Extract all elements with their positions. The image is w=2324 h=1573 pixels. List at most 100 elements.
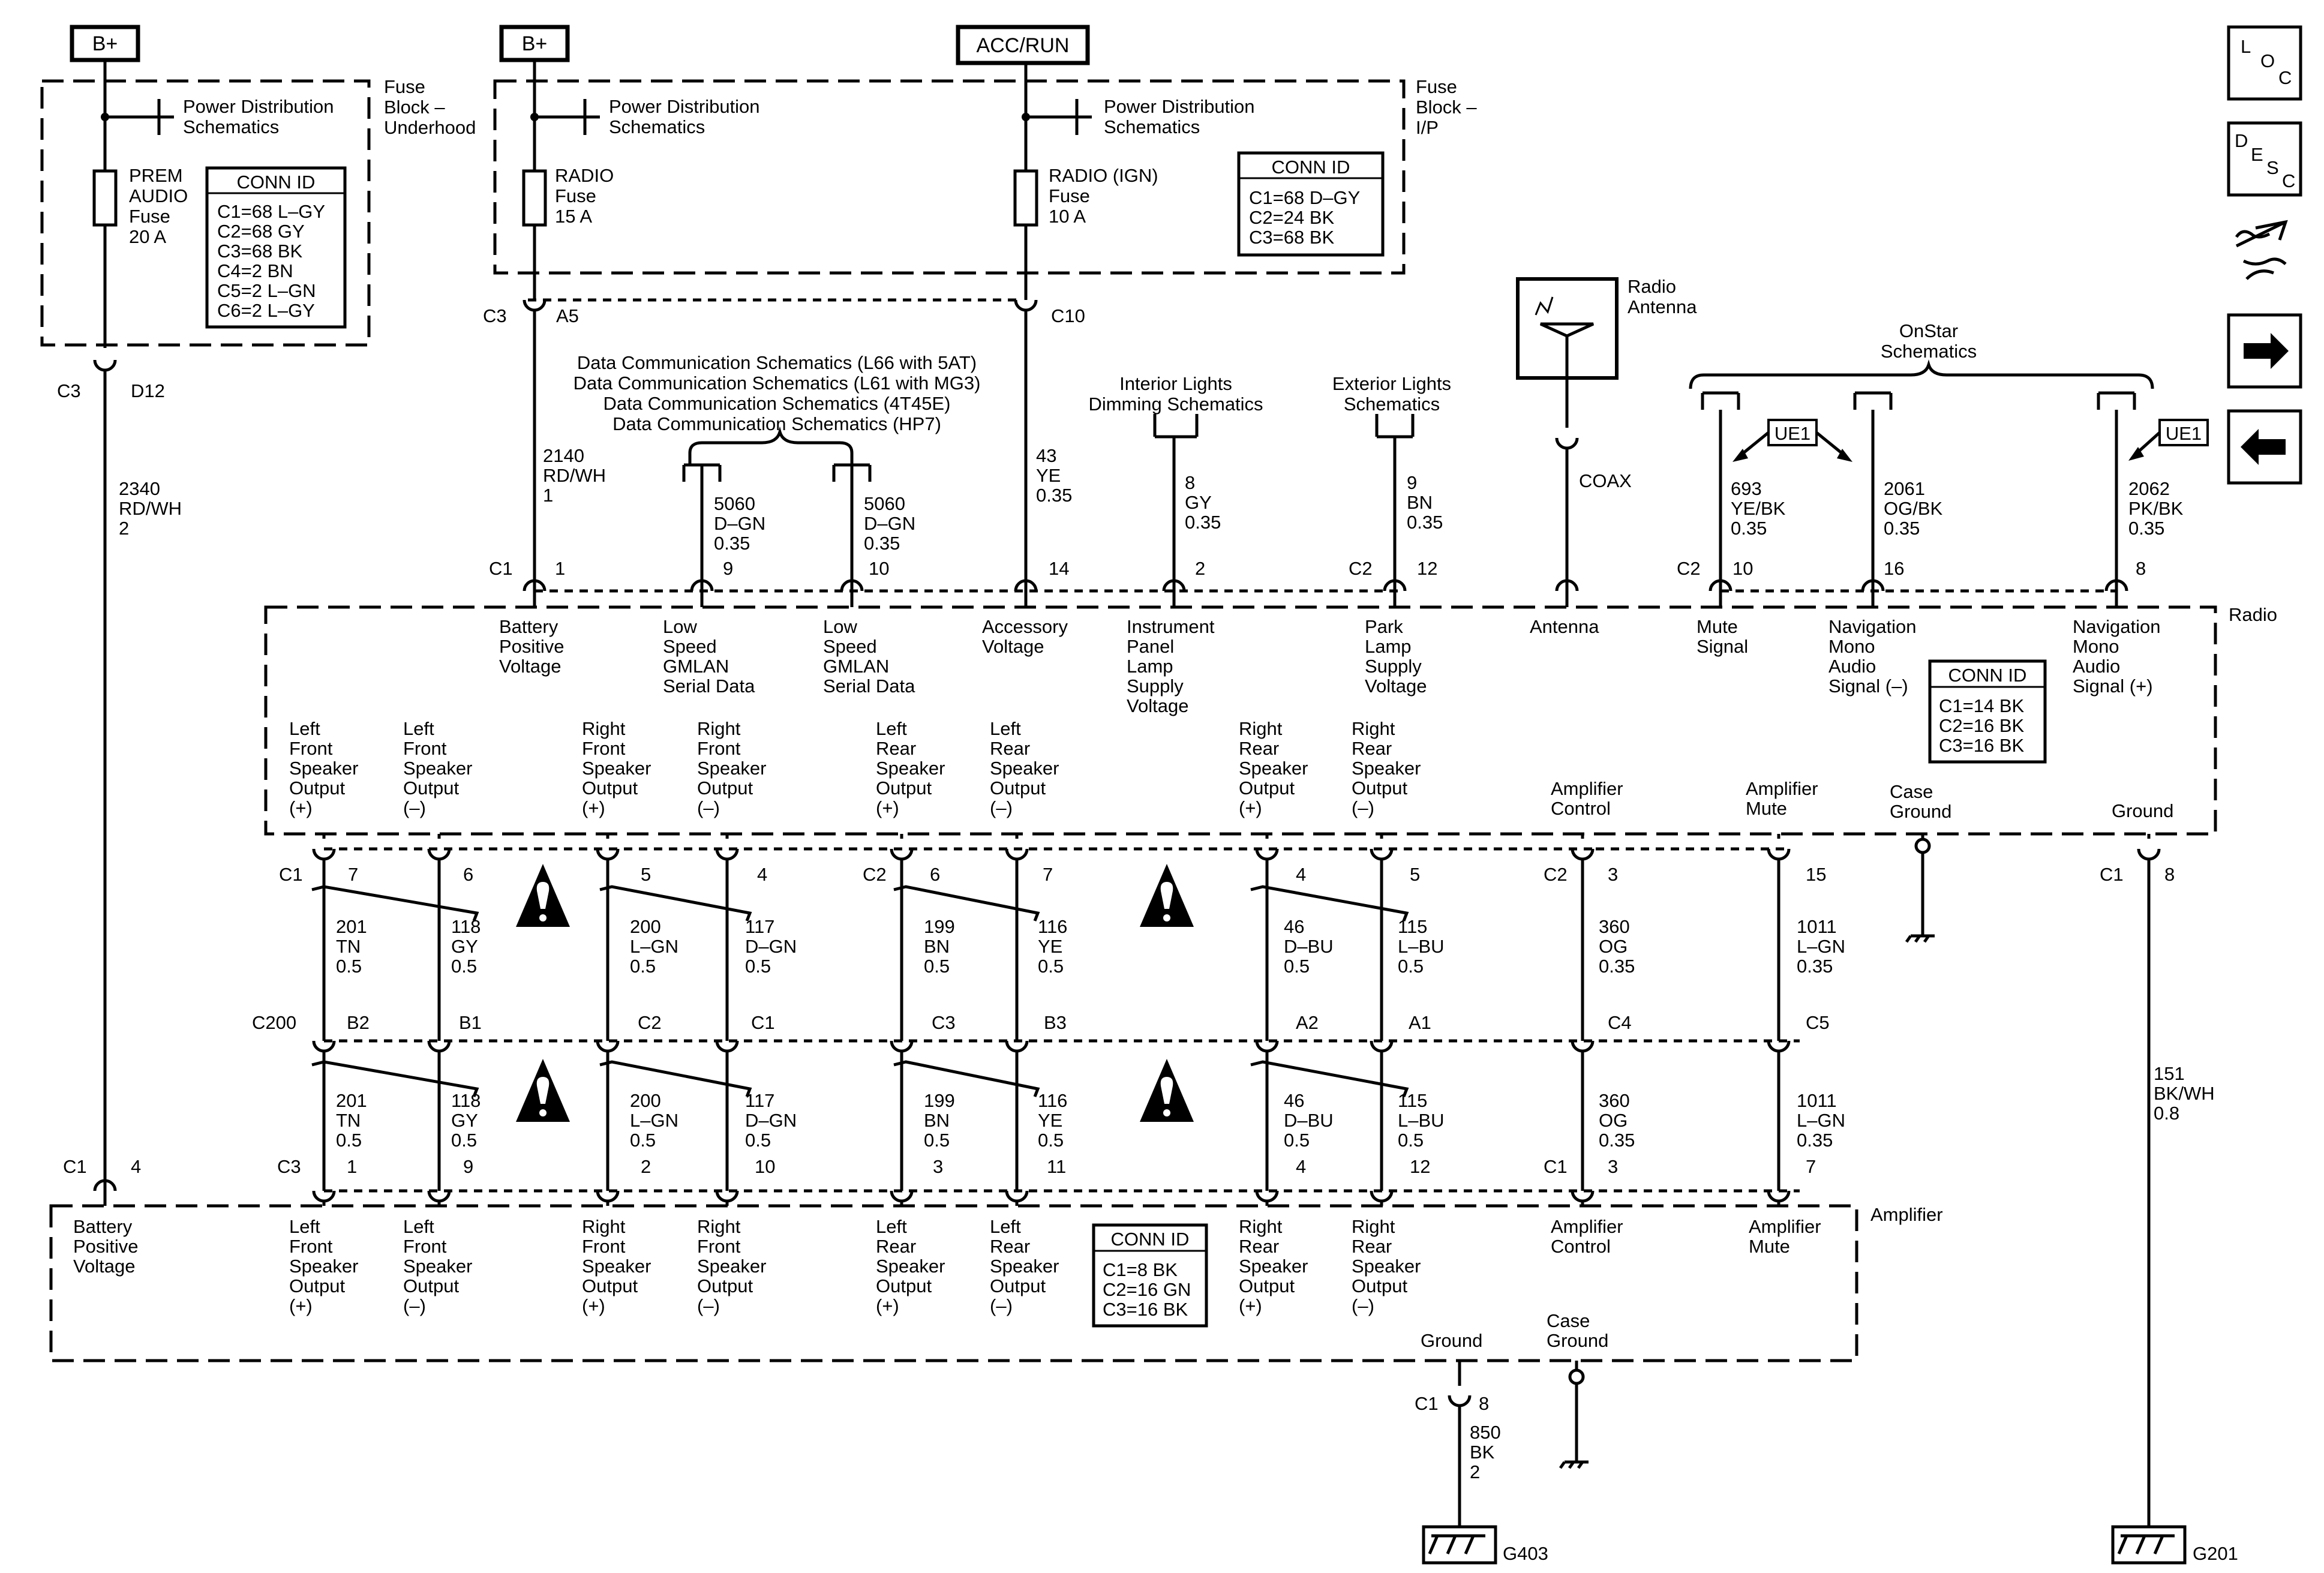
amp-input-connectors: C1 4 C3 1 9 2 10 3 11 4 12 C1 3 7 bbox=[63, 1156, 1816, 1206]
connector-end-view-icon[interactable] bbox=[2235, 220, 2288, 280]
connector-terminal bbox=[715, 1190, 739, 1203]
connector-terminal bbox=[1370, 1190, 1394, 1203]
svg-text:11: 11 bbox=[1047, 1156, 1066, 1177]
warning-icon bbox=[1140, 864, 1194, 927]
svg-text:C1: C1 bbox=[63, 1156, 87, 1177]
svg-text:9: 9 bbox=[463, 1156, 473, 1177]
connector-terminal bbox=[715, 848, 739, 861]
svg-text:A2: A2 bbox=[1296, 1012, 1319, 1033]
connector-terminal bbox=[427, 1190, 451, 1203]
svg-text:C1: C1 bbox=[2100, 864, 2124, 885]
svg-text:C5: C5 bbox=[1806, 1012, 1830, 1033]
description-icon[interactable]: D E S C bbox=[2227, 121, 2302, 197]
svg-text:1: 1 bbox=[347, 1156, 357, 1177]
svg-text:A5: A5 bbox=[556, 305, 579, 326]
svg-text:G403: G403 bbox=[1503, 1543, 1548, 1564]
svg-text:1: 1 bbox=[555, 558, 565, 579]
svg-text:C3: C3 bbox=[277, 1156, 301, 1177]
svg-text:14: 14 bbox=[1049, 558, 1069, 579]
connector-terminal bbox=[1571, 848, 1595, 861]
amplifier-label: Amplifier bbox=[1870, 1204, 1943, 1225]
location-icon[interactable]: L O C bbox=[2227, 25, 2302, 101]
warning-icon bbox=[1140, 1059, 1194, 1122]
radio-input-connectors: C1 1 9 10 14 2 C2 12 C2 10 16 8 bbox=[489, 558, 2146, 607]
amp-ground: Ground bbox=[1421, 1330, 1482, 1351]
connector-terminal bbox=[1370, 1040, 1394, 1053]
svg-text:CONN ID: CONN ID bbox=[1948, 665, 2027, 686]
svg-text:O: O bbox=[2260, 50, 2275, 71]
svg-text:3: 3 bbox=[1608, 864, 1618, 885]
svg-text:9: 9 bbox=[723, 558, 733, 579]
svg-text:12: 12 bbox=[1410, 1156, 1430, 1177]
connector-terminal bbox=[1005, 848, 1029, 861]
navigation-icons: L O C D E S C bbox=[2227, 25, 2302, 485]
svg-text:L: L bbox=[2241, 36, 2251, 57]
svg-text:C: C bbox=[2278, 67, 2292, 88]
connector-terminal bbox=[1767, 848, 1791, 861]
connector-terminal bbox=[596, 848, 620, 861]
connector-terminal bbox=[1255, 848, 1279, 861]
ue1-option-b: UE1 bbox=[2128, 419, 2209, 461]
svg-text:CONN ID: CONN ID bbox=[1111, 1229, 1190, 1250]
svg-text:C3: C3 bbox=[483, 305, 507, 326]
svg-text:10: 10 bbox=[869, 558, 889, 579]
svg-text:4: 4 bbox=[1296, 1156, 1306, 1177]
svg-text:C: C bbox=[2282, 170, 2295, 191]
svg-text:46D–BU0.5: 46D–BU0.5 bbox=[1284, 1090, 1334, 1151]
connector-terminal bbox=[890, 1040, 914, 1053]
svg-text:CONN ID: CONN ID bbox=[1272, 157, 1350, 178]
svg-text:C1: C1 bbox=[1415, 1393, 1439, 1414]
coax-label: COAX bbox=[1579, 470, 1632, 491]
warning-icon bbox=[516, 1059, 570, 1122]
ue1-option-a: UE1 bbox=[1733, 419, 1852, 462]
svg-text:C2: C2 bbox=[863, 864, 887, 885]
radio-output-connectors: C1 7 6 5 4 C2 6 7 4 5 C2 3 15 C1 8 bbox=[279, 847, 2175, 885]
connector-terminal bbox=[890, 1190, 914, 1203]
svg-text:6: 6 bbox=[930, 864, 940, 885]
svg-text:C2: C2 bbox=[1349, 558, 1373, 579]
previous-arrow-icon[interactable] bbox=[2227, 409, 2302, 485]
svg-text:E: E bbox=[2251, 144, 2263, 165]
connector-terminal bbox=[1005, 1040, 1029, 1053]
radio-antenna-input: Antenna bbox=[1530, 616, 1599, 637]
svg-text:8: 8 bbox=[2136, 558, 2146, 579]
svg-text:16: 16 bbox=[1884, 558, 1904, 579]
svg-text:7: 7 bbox=[348, 864, 358, 885]
svg-text:D: D bbox=[2235, 130, 2248, 151]
c200-connector: C200 B2 B1 C2 C1 C3 B3 A2 A1 C4 C5 bbox=[252, 1012, 1830, 1043]
next-arrow-icon[interactable] bbox=[2227, 313, 2302, 389]
